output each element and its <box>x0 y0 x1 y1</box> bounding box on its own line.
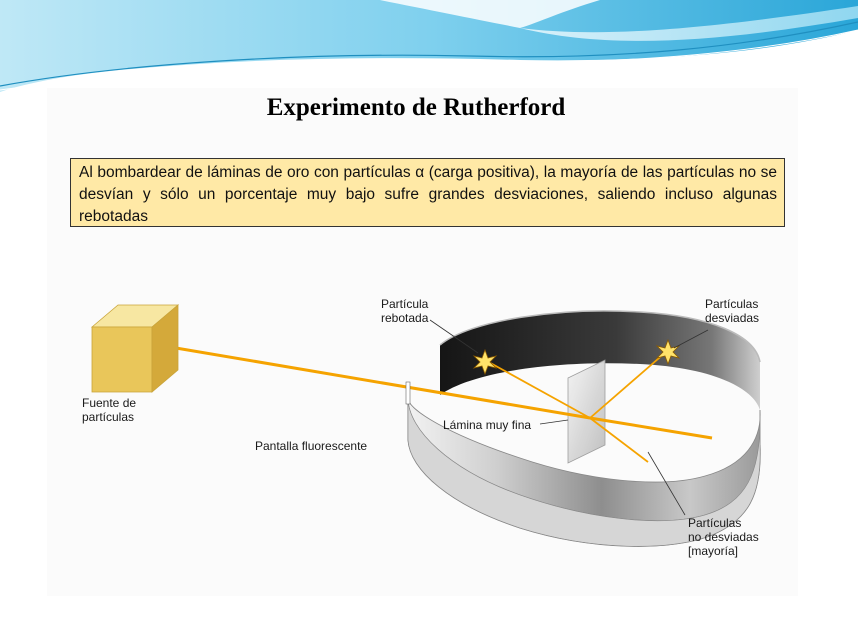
screen-label: Pantalla fluorescente <box>255 439 368 453</box>
undeflected-label: Partículas no desviadas [mayoría] <box>688 516 759 558</box>
undeflected-label-line2: no desviadas <box>688 530 759 544</box>
gold-foil <box>567 359 606 464</box>
deflected-label: Partículas desviadas <box>705 297 759 325</box>
deflected-label-line1: Partículas <box>705 297 759 311</box>
rebound-label-line1: Partícula <box>381 297 429 311</box>
source-label-line1: Fuente de <box>82 396 137 410</box>
particle-source-cube-side <box>151 304 179 393</box>
rebound-label: Partícula rebotada <box>381 297 428 325</box>
header-wave-highlight <box>380 0 600 28</box>
undeflected-beam <box>589 416 713 440</box>
rebound-ray <box>484 359 591 419</box>
particle-source-cube-front <box>91 326 153 393</box>
rebound-label-line2: rebotada <box>381 311 429 325</box>
undeflected-label-line1: Partículas <box>688 516 742 530</box>
undeflected-label-line3: [mayoría] <box>688 544 739 558</box>
screen-slit <box>405 381 411 405</box>
description-box: Al bombardear de láminas de oro con part… <box>70 158 785 227</box>
deflected-label-line2: desviadas <box>705 311 760 325</box>
alpha-beam <box>169 345 591 420</box>
slide-title: Experimento de Rutherford <box>266 94 566 121</box>
foil-label: Lámina muy fina <box>443 418 532 432</box>
screen-back-wall <box>440 310 760 410</box>
source-label-line2: partículas <box>82 410 135 424</box>
source-label: Fuente de partículas <box>82 396 136 424</box>
deflected-flash <box>655 338 681 366</box>
rebound-flash <box>472 348 498 376</box>
deflected-ray <box>589 351 667 419</box>
header-wave <box>0 0 858 92</box>
